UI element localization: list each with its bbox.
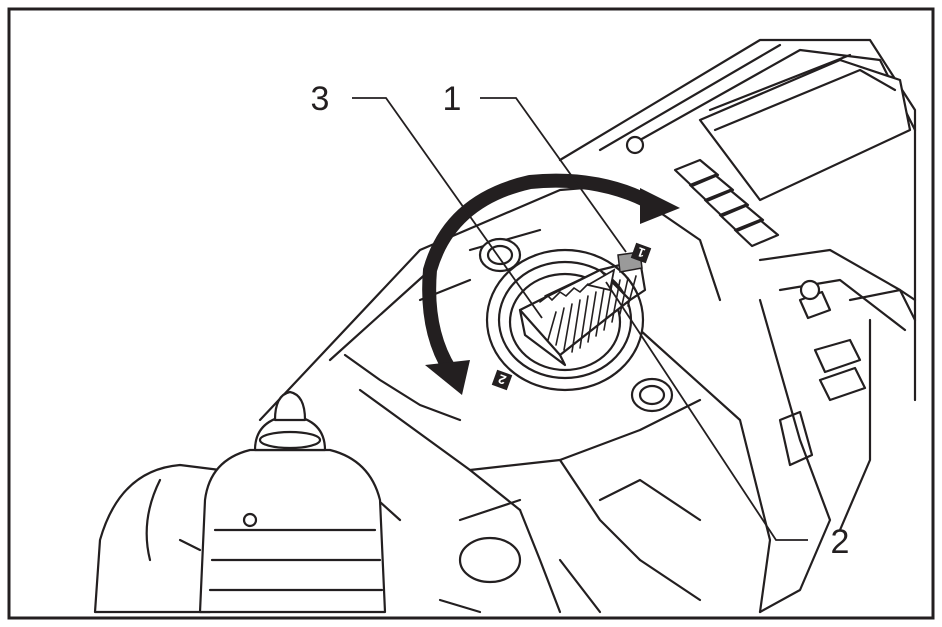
mode-mark-1: 1	[630, 242, 652, 264]
drill-chuck	[93, 390, 387, 614]
rotation-arrow	[422, 173, 680, 395]
mode-mark-2: 2	[491, 369, 513, 391]
leader-lines	[352, 97, 808, 541]
leader-line-3	[352, 97, 543, 319]
tool-housing	[558, 38, 917, 614]
callout-label-2: 2	[831, 523, 850, 561]
svg-text:2: 2	[496, 371, 508, 388]
rotation-arrowhead-left	[425, 360, 470, 395]
callout-label-3: 3	[311, 80, 330, 118]
top-housing	[258, 183, 722, 614]
svg-text:1: 1	[635, 244, 647, 261]
callout-label-1: 1	[443, 80, 462, 118]
lever-grip-ridges	[547, 275, 637, 353]
vent-slats	[673, 158, 780, 248]
rotation-arrowhead-right	[640, 188, 680, 224]
leader-line-1	[480, 97, 627, 253]
leader-line-2	[605, 281, 808, 541]
mode-change-dial: 1 2	[485, 242, 652, 392]
